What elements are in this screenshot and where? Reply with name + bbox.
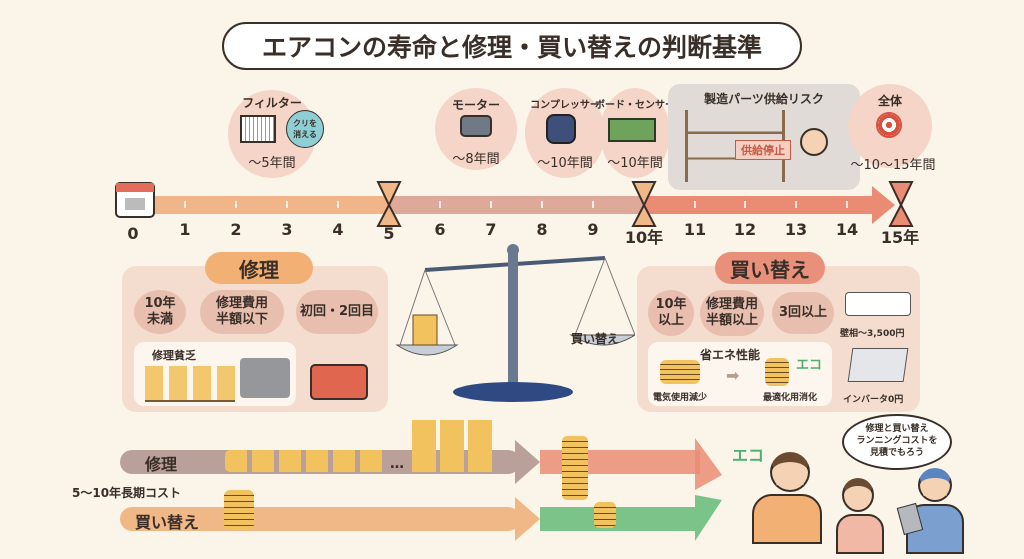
eco-label: エコ <box>732 446 765 465</box>
ceiling-ac-label: インバータ0円 <box>843 395 904 405</box>
part-lifespan: ～10年間 <box>607 156 663 171</box>
tick-label: 14 <box>835 220 859 239</box>
woman-icon <box>842 478 874 512</box>
tick-label: 8 <box>536 220 548 239</box>
wall-ac-label: 壁相～3,500円 <box>840 329 905 339</box>
repair-coin-stacks <box>412 420 492 472</box>
tick-label: 1 <box>179 220 191 239</box>
part-name: モーター <box>451 98 500 112</box>
tick-label: 0 <box>127 224 139 243</box>
broken-parts-icon <box>240 358 290 398</box>
repair-criterion: 修理費用 半額以下 <box>200 290 284 334</box>
energy-left-label: 電気使用減少 <box>653 393 708 403</box>
coins-icon <box>765 358 789 386</box>
woman-body <box>836 514 884 554</box>
part-lifespan: ～5年間 <box>248 156 296 171</box>
replace-header: 買い替え <box>715 252 825 284</box>
part-lifespan: ～10～15年間 <box>850 158 936 173</box>
wall-ac-icon <box>845 292 911 316</box>
repair-criterion: 初回・2回目 <box>296 290 378 334</box>
motor-icon <box>460 115 492 137</box>
tick-label: 2 <box>230 220 242 239</box>
balance-scale-icon <box>395 244 635 402</box>
repair-detail-label: 修理貧乏 <box>152 349 196 362</box>
person-body <box>752 494 822 544</box>
timeline-bar <box>115 181 914 227</box>
circuit-board-icon <box>608 118 656 142</box>
part-lifespan: ～8年間 <box>452 152 500 167</box>
repair-coin-row <box>225 450 385 472</box>
tick-label: 12 <box>733 220 757 239</box>
tick-label: 11 <box>683 220 707 239</box>
filter-note: クリを消える <box>286 110 324 148</box>
repair-criterion: 10年 未満 <box>134 290 186 334</box>
part-name: 全体 <box>877 94 902 108</box>
technician-icon <box>918 468 952 502</box>
speech-bubble: 修理と買い替え ランニングコストを 見積でもろう <box>842 414 952 470</box>
filter-icon <box>240 115 276 143</box>
replace-total-coins <box>594 502 616 528</box>
repair-cost-label: 修理 <box>145 455 178 474</box>
supply-stop-sign: 供給停止 <box>735 140 791 160</box>
tick-label: 7 <box>485 220 497 239</box>
tick-label: 5 <box>383 224 395 243</box>
replace-criterion: 修理費用 半額以上 <box>700 290 764 336</box>
toolbox-icon <box>310 364 368 400</box>
ceiling-ac-icon <box>847 348 909 382</box>
timeline: 0 1 2 3 4 5 6 7 8 9 10年 11 12 13 14 15年 … <box>0 0 1024 250</box>
tick-label: 3 <box>281 220 293 239</box>
calendar-icon <box>115 182 155 218</box>
repair-header: 修理 <box>205 252 313 284</box>
eco-label: エコ <box>796 358 823 373</box>
replace-criterion: 3回以上 <box>772 292 834 334</box>
replace-cost-label: 買い替え <box>135 513 200 532</box>
tick-label: 9 <box>587 220 599 239</box>
arrow-right-icon: ➡ <box>726 366 740 385</box>
replace-criterion: 10年 以上 <box>648 290 694 336</box>
repair-total-coins <box>562 436 588 500</box>
part-lifespan: ～10年間 <box>537 156 593 171</box>
energy-title: 省エネ性能 <box>700 348 761 362</box>
hourglass-icon <box>631 181 657 227</box>
period-label: 5～10年長期コスト <box>72 486 182 500</box>
ellipsis: … <box>390 456 404 472</box>
tick-label: 13 <box>784 220 808 239</box>
energy-right-label: 最適化用消化 <box>763 393 818 403</box>
tick-label: 4 <box>332 220 344 239</box>
page-title: エアコンの寿命と修理・買い替えの判断基準 <box>222 22 802 70</box>
hourglass-icon <box>888 181 914 227</box>
rising-coins-icon <box>145 366 235 402</box>
part-name: コンプレッサー <box>530 100 600 111</box>
worried-person-icon <box>800 128 828 156</box>
tick-label: 6 <box>434 220 446 239</box>
target-icon <box>876 112 902 138</box>
part-name: フィルター <box>242 96 302 110</box>
compressor-icon <box>546 114 576 144</box>
replace-coins <box>224 490 254 530</box>
part-name: ボード・センサー <box>595 100 675 111</box>
hourglass-icon <box>376 181 402 227</box>
scale-right-pan-label: 買い替え <box>570 332 619 346</box>
supply-risk-title: 製造パーツ供給リスク <box>704 92 824 106</box>
tick-label: 15年 <box>880 228 920 247</box>
coins-icon <box>660 360 700 384</box>
tick-label: 10年 <box>624 228 664 247</box>
happy-person-icon <box>770 452 810 492</box>
